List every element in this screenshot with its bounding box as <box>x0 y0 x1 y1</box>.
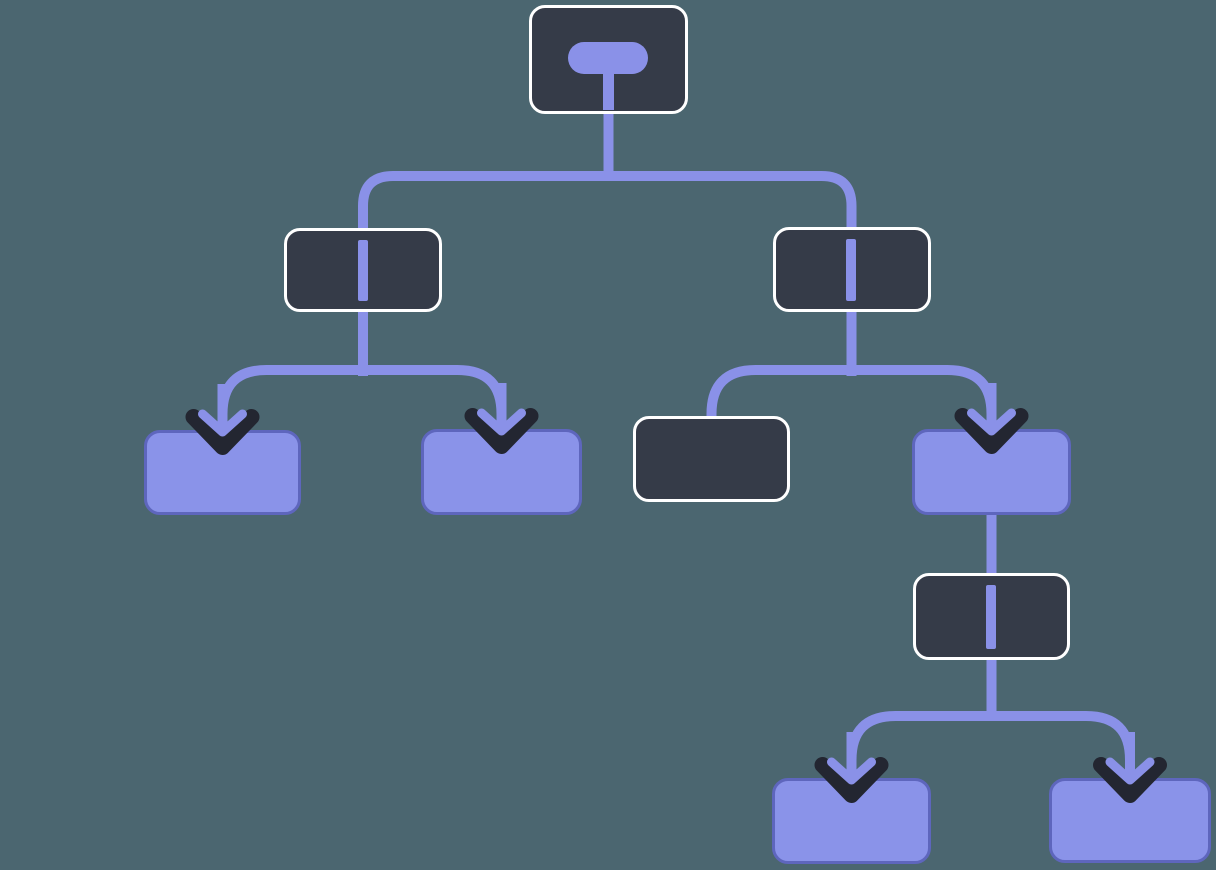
node-branch-left[interactable] <box>284 228 442 312</box>
root-stem-line <box>602 70 614 110</box>
edge-branch-left-to-leaves <box>217 365 507 427</box>
node-leaf-4[interactable] <box>772 778 931 864</box>
edge-root-to-branches <box>358 171 857 232</box>
through-line <box>986 584 996 649</box>
node-leaf-2[interactable] <box>421 429 582 515</box>
node-branch-lower[interactable] <box>913 573 1070 660</box>
node-plain[interactable] <box>633 416 790 502</box>
through-line <box>357 239 368 301</box>
node-leaf-3[interactable] <box>912 429 1071 515</box>
edge-branch-lower-to-leaves <box>846 711 1135 776</box>
through-line <box>846 238 856 301</box>
node-root[interactable] <box>529 5 688 114</box>
node-leaf-5[interactable] <box>1049 778 1211 863</box>
pill-handle-icon <box>567 41 648 74</box>
node-branch-right[interactable] <box>773 227 931 312</box>
node-leaf-1[interactable] <box>144 430 301 515</box>
